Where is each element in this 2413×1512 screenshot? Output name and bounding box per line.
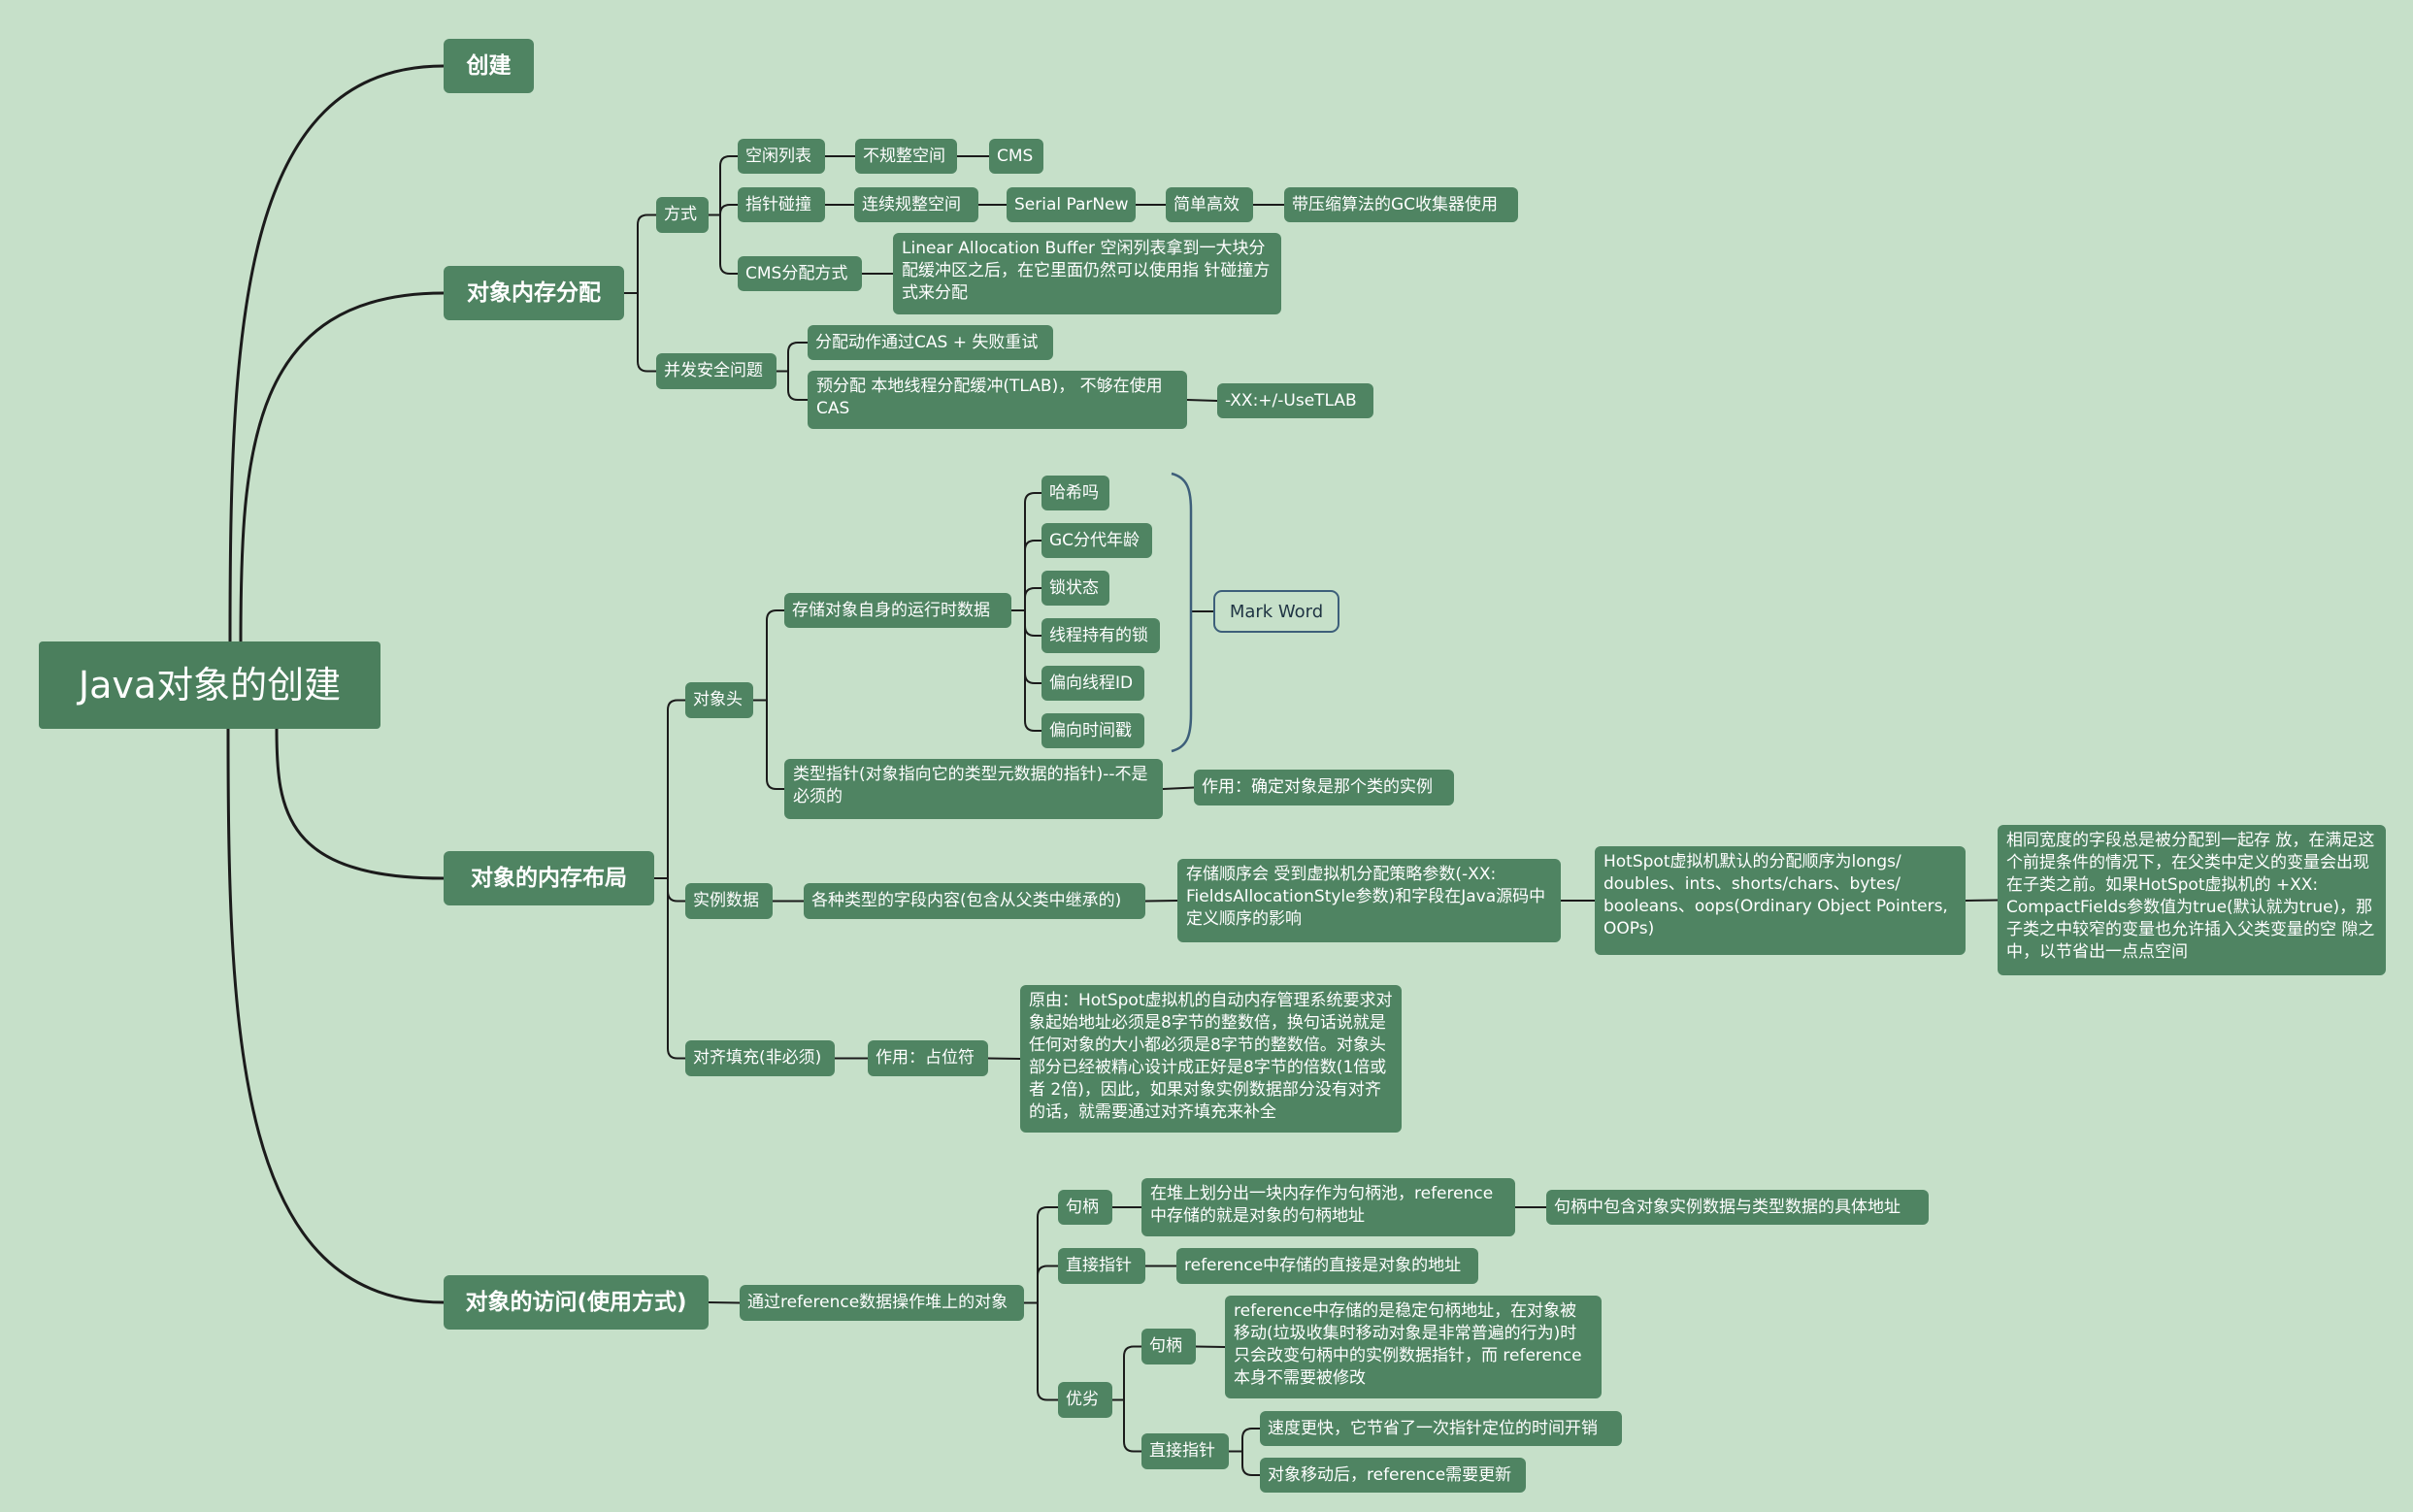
node-adv-direct-update[interactable]: 对象移动后，reference需要更新 (1260, 1458, 1526, 1493)
root-link-node-create (228, 64, 446, 643)
node-handle-content[interactable]: 句柄中包含对象实例数据与类型数据的具体地址 (1546, 1190, 1929, 1225)
node-alignment-padding[interactable]: 对齐填充(非必须) (685, 1040, 835, 1076)
link-node-runtime-data-node-mark-item-5 (1024, 609, 1042, 732)
node-adv-handle-desc[interactable]: reference中存储的是稳定句柄地址，在对象被移动(垃圾收集时移动对象是非常… (1225, 1296, 1602, 1398)
link-node-via-reference-node-pros-cons (1037, 1301, 1059, 1401)
link-node-memory-layout-node-alignment-padding (667, 877, 686, 1060)
link-node-runtime-data-node-mark-item-1 (1024, 540, 1042, 611)
node-compact-gc[interactable]: 带压缩算法的GC收集器使用 (1284, 187, 1518, 222)
link-node-concurrency-safety-node-cas-retry (787, 342, 809, 373)
node-pointer-bump[interactable]: 指针碰撞 (738, 187, 825, 222)
node-linear-allocation-buffer[interactable]: Linear Allocation Buffer 空闲列表拿到一大块分配缓冲区之… (893, 233, 1281, 314)
link-node-runtime-data-node-mark-item-0 (1024, 492, 1042, 611)
mark-word-bracket (1171, 472, 1193, 753)
link-node-memory-allocation-node-concurrency-safety (637, 292, 657, 373)
link-node-object-header-node-type-pointer (766, 699, 785, 790)
link-node-placeholder-node-alignment-reason (987, 1057, 1021, 1060)
node-simple-efficient[interactable]: 简单高效 (1166, 187, 1253, 222)
node-create[interactable]: 创建 (444, 39, 534, 93)
link-node-object-header-node-runtime-data (766, 609, 785, 702)
node-via-reference[interactable]: 通过reference数据操作堆上的对象 (740, 1285, 1024, 1321)
node-alignment-reason[interactable]: 原由：HotSpot虚拟机的自动内存管理系统要求对象起始地址必须是8字节的整数倍… (1020, 985, 1402, 1133)
link-node-memory-allocation-node-method (637, 214, 657, 294)
link-node-method-node-cms-allocation (719, 214, 739, 275)
link-node-tlab-node-tlab-flag (1186, 399, 1218, 402)
node-mark-item-0[interactable]: 哈希吗 (1041, 476, 1109, 510)
node-handle[interactable]: 句柄 (1058, 1190, 1112, 1225)
link-node-pros-cons-node-adv-direct (1123, 1398, 1142, 1453)
node-serial-parnew[interactable]: Serial ParNew (1007, 187, 1136, 222)
link-node-via-reference-node-direct-pointer (1037, 1265, 1059, 1304)
node-adv-direct-fast[interactable]: 速度更快，它节省了一次指针定位的时间开销 (1260, 1411, 1622, 1446)
node-mark-word[interactable]: Mark Word (1213, 590, 1339, 633)
link-node-runtime-data-node-mark-item-4 (1024, 609, 1042, 684)
node-mark-item-1[interactable]: GC分代年龄 (1041, 523, 1152, 558)
node-runtime-data[interactable]: 存储对象自身的运行时数据 (784, 593, 1011, 628)
link-node-adv-direct-node-adv-direct-update (1241, 1450, 1261, 1476)
node-cas-retry[interactable]: 分配动作通过CAS + 失败重试 (808, 325, 1053, 360)
node-hotspot-order[interactable]: HotSpot虚拟机默认的分配顺序为longs/ doubles、ints、sh… (1595, 846, 1966, 955)
node-pros-cons[interactable]: 优劣 (1058, 1382, 1112, 1418)
node-free-list[interactable]: 空闲列表 (738, 139, 825, 174)
node-mark-item-2[interactable]: 锁状态 (1041, 571, 1109, 606)
node-object-access[interactable]: 对象的访问(使用方式) (444, 1275, 709, 1330)
node-irregular-space[interactable]: 不规整空间 (855, 139, 957, 174)
node-direct-desc[interactable]: reference中存储的直接是对象的地址 (1176, 1248, 1478, 1284)
node-regular-space[interactable]: 连续规整空间 (854, 187, 978, 222)
link-node-object-access-node-via-reference (708, 1301, 741, 1304)
root-node[interactable]: Java对象的创建 (39, 641, 380, 729)
node-tlab-flag[interactable]: -XX:+/-UseTLAB (1217, 383, 1373, 418)
node-same-width-fields[interactable]: 相同宽度的字段总是被分配到一起存 放，在满足这个前提条件的情况下，在父类中定义的… (1998, 825, 2386, 975)
node-handle-desc[interactable]: 在堆上划分出一块内存作为句柄池，reference中存储的就是对象的句柄地址 (1141, 1178, 1515, 1236)
link-node-adv-handle-node-adv-handle-desc (1195, 1345, 1226, 1348)
link-node-concurrency-safety-node-tlab (787, 370, 809, 401)
node-adv-direct[interactable]: 直接指针 (1141, 1433, 1229, 1469)
node-instance-data[interactable]: 实例数据 (685, 883, 773, 919)
link-node-runtime-data-node-mark-item-2 (1024, 587, 1042, 611)
node-cms-allocation[interactable]: CMS分配方式 (738, 256, 862, 291)
link-node-method-node-free-list (719, 155, 739, 216)
node-method[interactable]: 方式 (656, 197, 709, 233)
link-node-memory-layout-node-object-header (667, 699, 686, 879)
node-mark-item-4[interactable]: 偏向线程ID (1041, 666, 1144, 701)
node-type-pointer-use[interactable]: 作用：确定对象是那个类的实例 (1194, 770, 1454, 805)
node-type-pointer[interactable]: 类型指针(对象指向它的类型元数据的指针)--不是必须的 (784, 759, 1163, 819)
root-link-node-memory-layout (275, 727, 446, 880)
root-link-node-memory-allocation (239, 291, 446, 643)
node-field-contents[interactable]: 各种类型的字段内容(包含从父类中继承的) (804, 883, 1145, 919)
link-node-memory-layout-node-instance-data (667, 877, 686, 903)
link-node-hotspot-order-node-same-width-fields (1965, 899, 1999, 902)
node-memory-layout[interactable]: 对象的内存布局 (444, 851, 654, 905)
node-object-header[interactable]: 对象头 (685, 682, 753, 718)
link-node-pros-cons-node-adv-handle (1123, 1345, 1142, 1401)
node-memory-allocation[interactable]: 对象内存分配 (444, 266, 624, 320)
link-node-field-contents-node-storage-order (1144, 900, 1178, 903)
link-node-runtime-data-node-mark-item-3 (1024, 609, 1042, 637)
link-node-adv-direct-node-adv-direct-fast (1241, 1428, 1261, 1453)
node-placeholder[interactable]: 作用：占位符 (868, 1040, 988, 1076)
node-direct-pointer[interactable]: 直接指针 (1058, 1248, 1145, 1284)
node-storage-order[interactable]: 存储顺序会 受到虚拟机分配策略参数(-XX: FieldsAllocationS… (1177, 859, 1561, 942)
node-tlab[interactable]: 预分配 本地线程分配缓冲(TLAB)， 不够在使用CAS (808, 371, 1187, 429)
link-node-method-node-pointer-bump (719, 204, 739, 216)
link-node-type-pointer-node-type-pointer-use (1162, 786, 1195, 790)
node-mark-item-5[interactable]: 偏向时间戳 (1041, 713, 1144, 748)
node-concurrency-safety[interactable]: 并发安全问题 (656, 353, 777, 389)
node-cms[interactable]: CMS (989, 139, 1043, 174)
root-link-node-object-access (226, 727, 446, 1304)
node-adv-handle[interactable]: 句柄 (1141, 1329, 1196, 1364)
link-node-via-reference-node-handle (1037, 1206, 1059, 1304)
node-mark-item-3[interactable]: 线程持有的锁 (1041, 618, 1160, 653)
